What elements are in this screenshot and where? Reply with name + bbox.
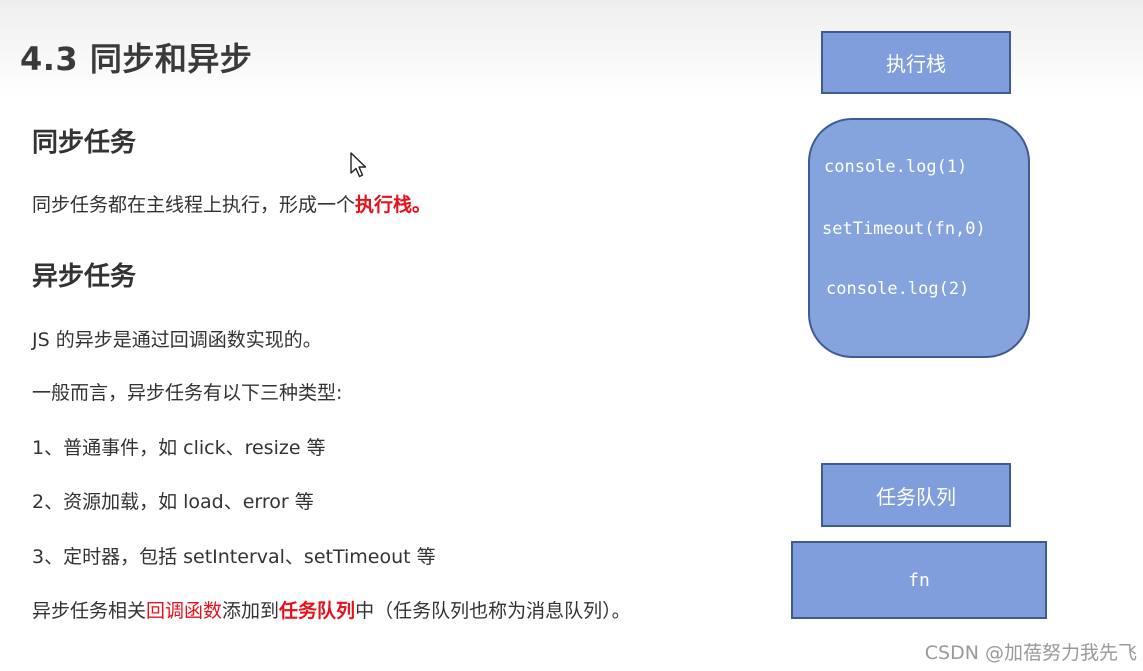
summary-part-3: 中（任务队列也称为消息队列）。 bbox=[355, 600, 631, 622]
stack-line-console-log-2: console.log(2) bbox=[826, 279, 970, 299]
execution-stack-label: 执行栈 bbox=[886, 52, 946, 76]
execution-stack-highlight: 执行栈。 bbox=[355, 194, 432, 216]
async-type-item-1: 1、普通事件，如 click、resize 等 bbox=[32, 437, 326, 459]
task-queue-fn-item: fn bbox=[908, 569, 930, 591]
async-types-line: 一般而言，异步任务有以下三种类型: bbox=[32, 382, 343, 404]
task-queue-label: 任务队列 bbox=[876, 484, 956, 509]
async-task-heading: 异步任务 bbox=[32, 262, 137, 292]
async-summary-line: 异步任务相关回调函数添加到任务队列中（任务队列也称为消息队列）。 bbox=[32, 598, 631, 624]
stack-line-set-timeout: setTimeout(fn,0) bbox=[822, 219, 986, 239]
slide-title: 4.3 同步和异步 bbox=[20, 40, 253, 78]
task-queue-highlight: 任务队列 bbox=[279, 600, 356, 622]
execution-stack-box bbox=[808, 118, 1030, 358]
csdn-watermark: CSDN @加蓓努力我先飞 bbox=[924, 642, 1137, 664]
sync-task-description: 同步任务都在主线程上执行，形成一个执行栈。 bbox=[32, 192, 431, 218]
async-type-item-3: 3、定时器，包括 setInterval、setTimeout 等 bbox=[32, 546, 436, 568]
stack-line-console-log-1: console.log(1) bbox=[824, 157, 968, 177]
execution-stack-label-box: 执行栈 bbox=[821, 31, 1011, 94]
summary-part-1: 异步任务相关 bbox=[32, 600, 147, 622]
task-queue-label-box: 任务队列 bbox=[821, 463, 1011, 527]
sync-task-text: 同步任务都在主线程上执行，形成一个 bbox=[32, 194, 356, 216]
sync-task-heading: 同步任务 bbox=[32, 128, 137, 158]
async-type-item-2: 2、资源加载，如 load、error 等 bbox=[32, 491, 314, 513]
async-intro-line: JS 的异步是通过回调函数实现的。 bbox=[32, 329, 322, 351]
mouse-pointer-icon bbox=[350, 152, 367, 178]
task-queue-fn-box: fn bbox=[791, 541, 1047, 619]
callback-function-highlight: 回调函数 bbox=[146, 600, 223, 622]
summary-part-2: 添加到 bbox=[222, 600, 280, 622]
